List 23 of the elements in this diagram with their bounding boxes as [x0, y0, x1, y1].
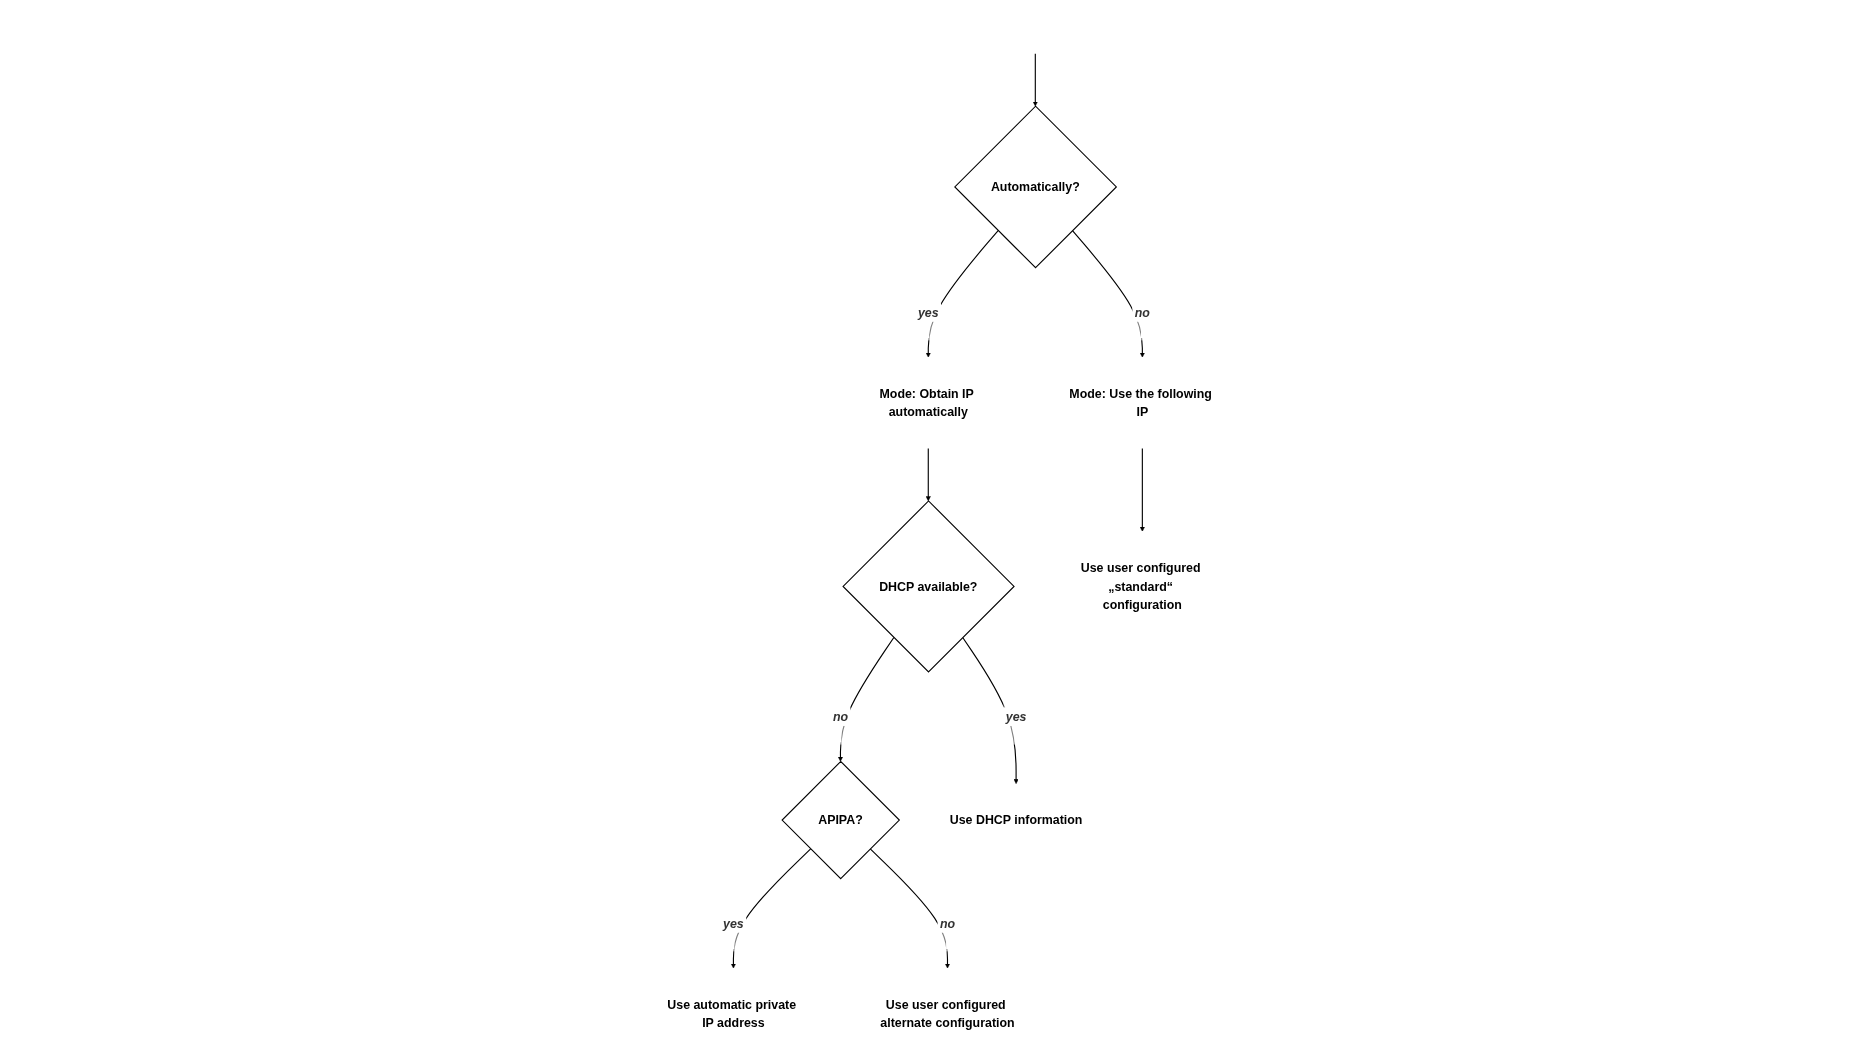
node-text: Mode: Obtain IP automatically [879, 386, 974, 420]
edge-label: no [1134, 305, 1150, 320]
edge-label: no [939, 916, 956, 931]
node-text: Use DHCP information [949, 813, 1083, 828]
node-text: Use automatic private IP address [667, 997, 797, 1031]
node-text: Mode: Use the following IP [1069, 386, 1212, 420]
edge-label: yes [723, 916, 744, 931]
edge-label: yes [917, 305, 939, 320]
arrow [837, 636, 895, 762]
arrow [1071, 229, 1145, 358]
node-diamond: Automatically? [954, 105, 1118, 269]
arrow [869, 848, 950, 969]
node-diamond: DHCP available? [842, 500, 1015, 673]
arrow [1139, 447, 1145, 532]
edge-label: yes [1005, 709, 1027, 724]
edge-label: no [832, 709, 849, 724]
arrow [730, 848, 812, 969]
node-text: Use user configured „standard“ configuration [1080, 560, 1201, 613]
arrow [962, 636, 1019, 784]
node-text: Use user configured alternate configuration [880, 997, 1015, 1031]
arrow [925, 447, 931, 502]
arrow [1032, 53, 1038, 107]
node-diamond: APIPA? [781, 760, 901, 880]
